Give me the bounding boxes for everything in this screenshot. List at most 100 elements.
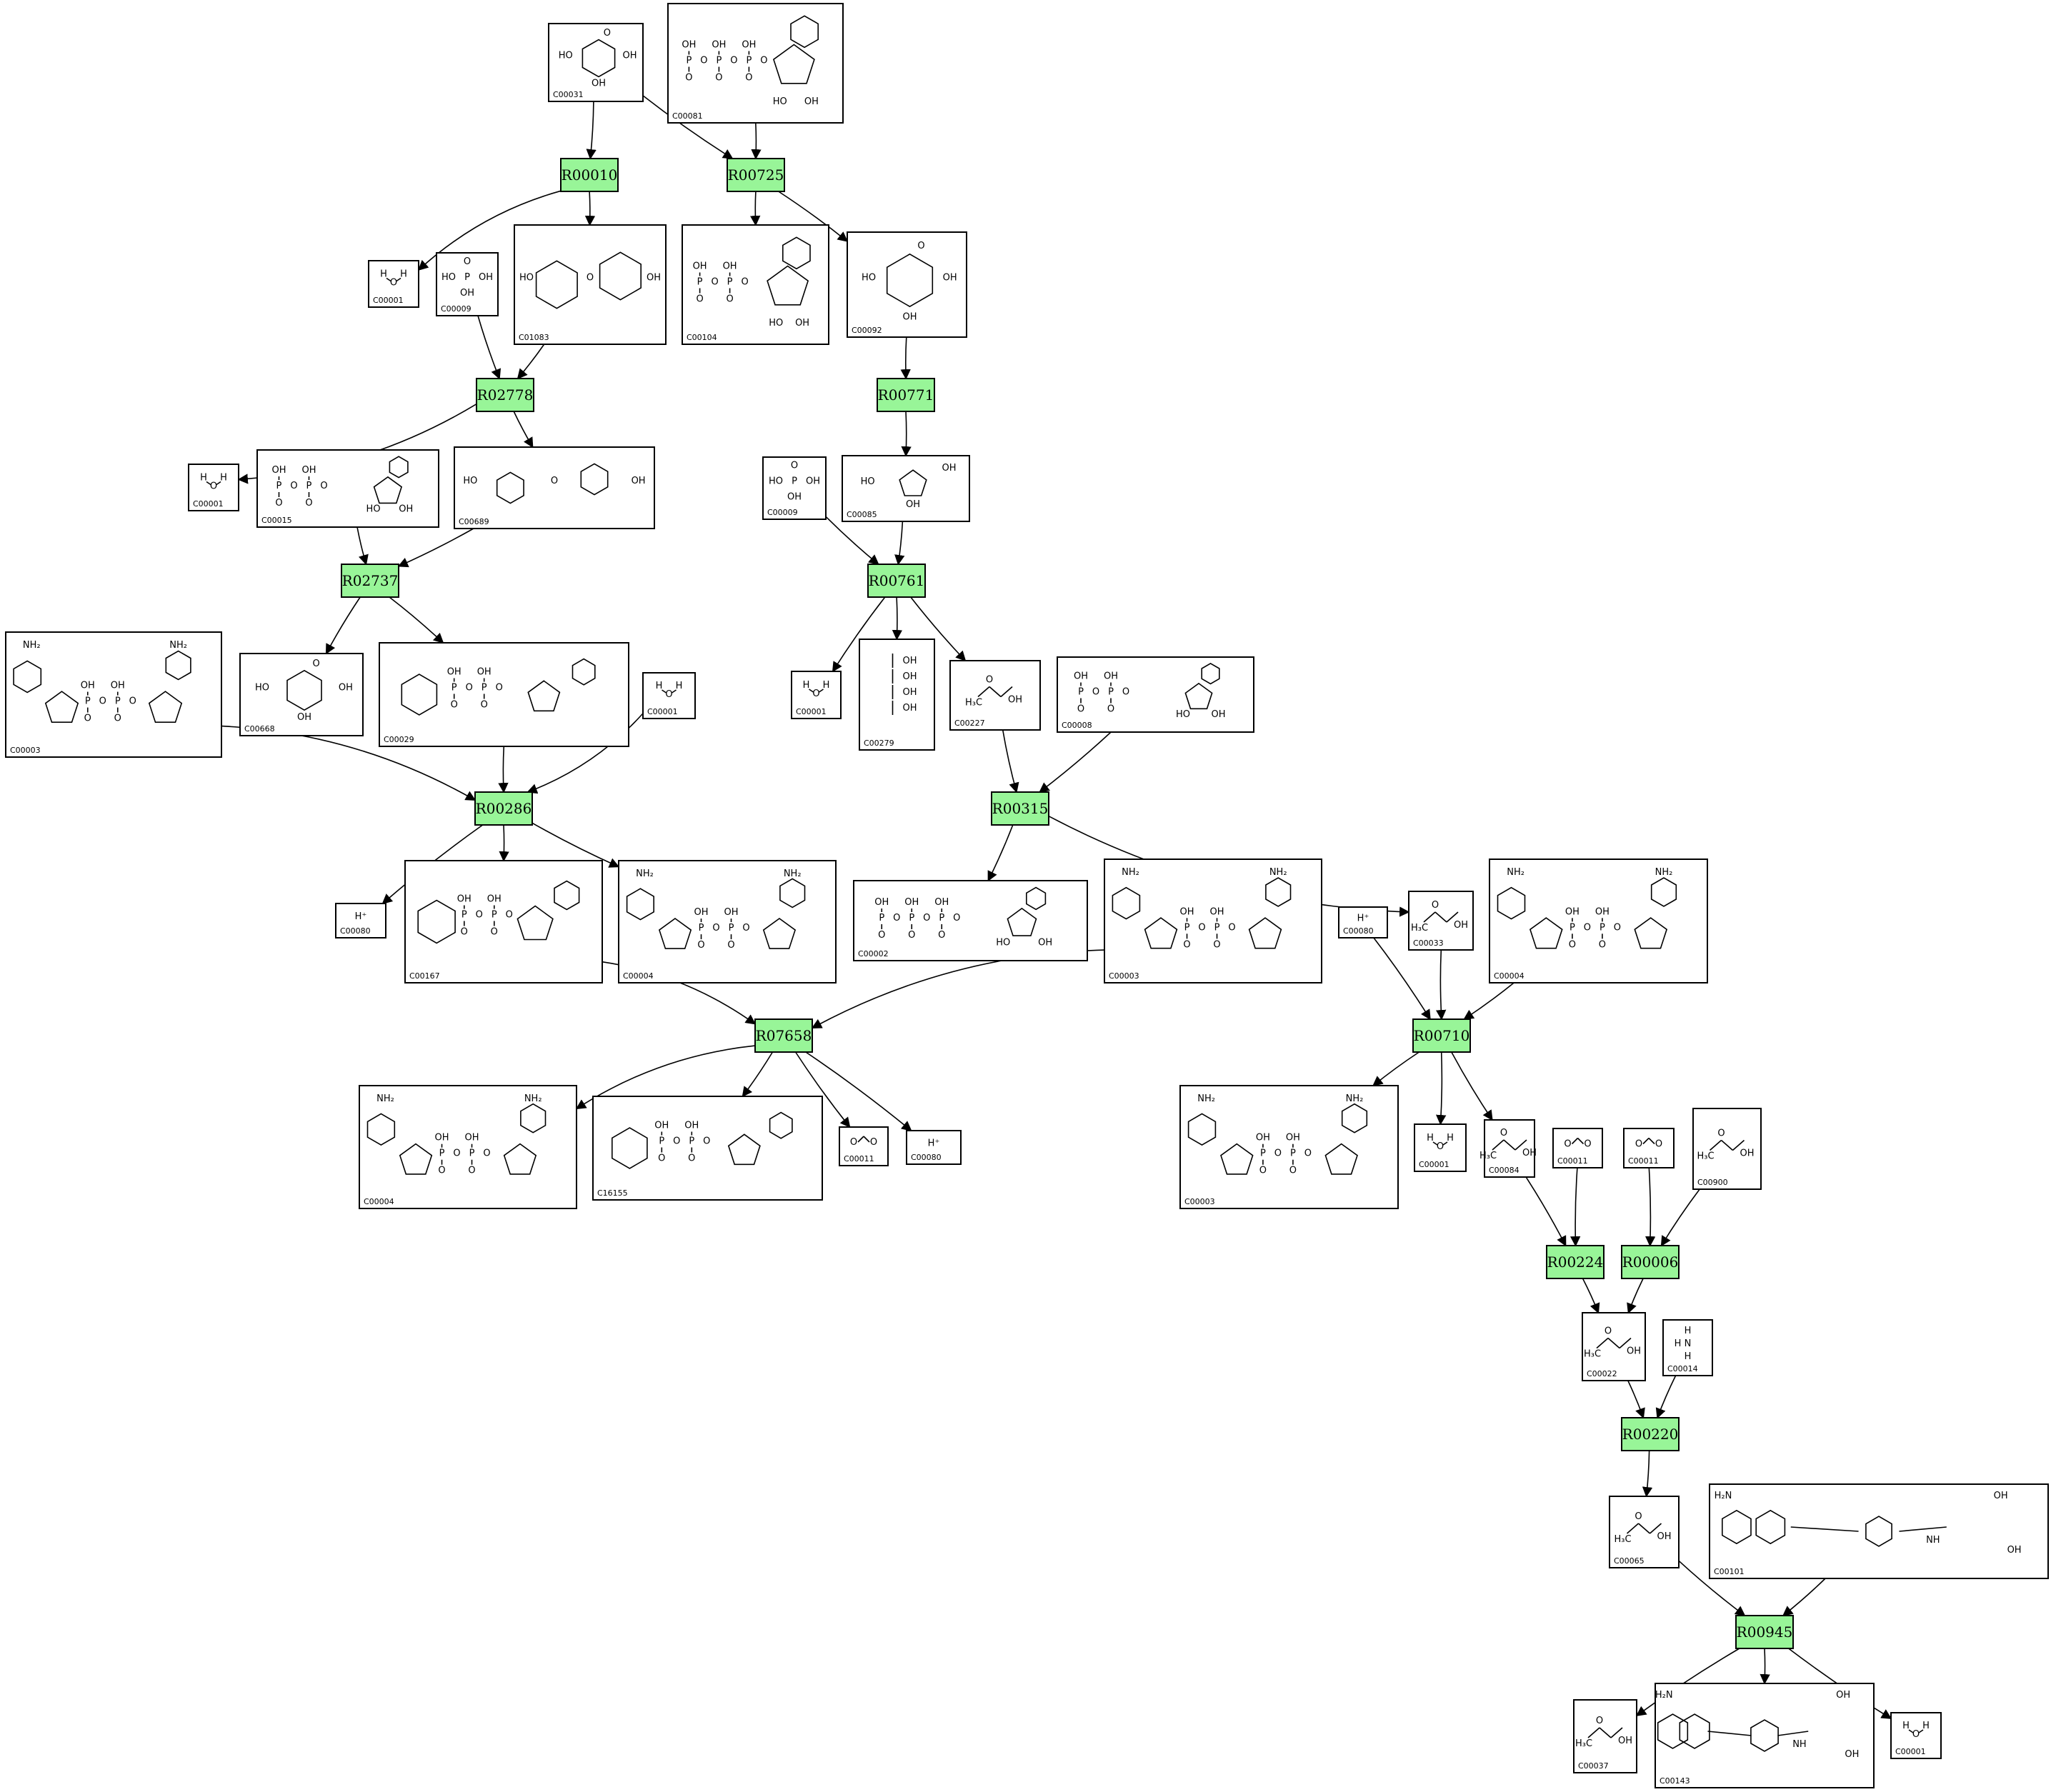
reaction-box[interactable]	[877, 378, 935, 412]
compound-box[interactable]	[454, 446, 655, 529]
compound-box[interactable]	[618, 860, 837, 983]
reaction-R00725[interactable]: R00725	[727, 158, 785, 192]
compound-c00080_c[interactable]: H⁺C00080	[906, 1130, 962, 1165]
compound-box[interactable]	[5, 631, 222, 758]
reaction-box[interactable]	[476, 378, 534, 412]
reaction-box[interactable]	[560, 158, 619, 192]
compound-box[interactable]	[368, 260, 419, 308]
compound-box[interactable]	[1338, 906, 1388, 938]
compound-box[interactable]	[1890, 1712, 1942, 1759]
reaction-R00010[interactable]: R00010	[560, 158, 619, 192]
reaction-R02737[interactable]: R02737	[341, 564, 399, 598]
compound-box[interactable]	[847, 231, 967, 338]
compound-box[interactable]	[1662, 1319, 1713, 1376]
compound-box[interactable]	[548, 23, 644, 102]
compound-box[interactable]	[859, 639, 935, 751]
compound-box[interactable]	[762, 456, 827, 520]
reaction-box[interactable]	[727, 158, 785, 192]
reaction-box[interactable]	[1412, 1018, 1471, 1053]
compound-box[interactable]	[1057, 656, 1254, 733]
compound-box[interactable]	[359, 1085, 577, 1209]
compound-box[interactable]	[1609, 1496, 1680, 1568]
compound-box[interactable]	[1692, 1108, 1762, 1190]
compound-box[interactable]	[842, 455, 970, 522]
compound-box[interactable]	[1582, 1312, 1646, 1381]
reaction-R02778[interactable]: R02778	[476, 378, 534, 412]
compound-box[interactable]	[1623, 1128, 1675, 1168]
reaction-R00771[interactable]: R00771	[877, 378, 935, 412]
compound-box[interactable]	[1552, 1128, 1603, 1168]
compound-box[interactable]	[791, 671, 842, 719]
reaction-R00761[interactable]: R00761	[867, 564, 926, 598]
reaction-box[interactable]	[474, 791, 533, 826]
compound-box[interactable]	[1408, 891, 1474, 951]
reaction-R07658[interactable]: R07658	[754, 1018, 813, 1053]
reaction-R00710[interactable]: R00710	[1412, 1018, 1471, 1053]
compound-c00080_a[interactable]: H⁺C00080	[335, 903, 386, 938]
compound-box[interactable]	[642, 672, 696, 719]
reaction-R00224[interactable]: R00224	[1546, 1245, 1605, 1279]
compound-box[interactable]	[1489, 859, 1708, 983]
compound-box[interactable]	[188, 464, 239, 511]
reaction-box[interactable]	[1546, 1245, 1605, 1279]
reaction-box[interactable]	[341, 564, 399, 598]
compound-box[interactable]	[1484, 1119, 1535, 1178]
compound-box[interactable]	[404, 860, 603, 983]
reaction-R00945[interactable]: R00945	[1735, 1615, 1794, 1649]
reaction-R00220[interactable]: R00220	[1621, 1417, 1680, 1451]
reaction-box[interactable]	[1621, 1245, 1680, 1279]
compound-c00080_b[interactable]: H⁺C00080	[1338, 906, 1388, 938]
compound-box[interactable]	[949, 660, 1041, 731]
reaction-box[interactable]	[1735, 1615, 1794, 1649]
compound-box[interactable]	[906, 1130, 962, 1165]
compound-box[interactable]	[667, 3, 844, 124]
compound-box[interactable]	[239, 653, 364, 736]
reaction-R00315[interactable]: R00315	[991, 791, 1049, 826]
reaction-box[interactable]	[1621, 1417, 1680, 1451]
compound-box[interactable]	[839, 1126, 889, 1166]
compound-box[interactable]	[335, 903, 386, 938]
compound-box[interactable]	[1179, 1085, 1399, 1209]
reaction-box[interactable]	[867, 564, 926, 598]
compound-box[interactable]	[853, 880, 1088, 961]
compound-box[interactable]	[1709, 1483, 2049, 1579]
